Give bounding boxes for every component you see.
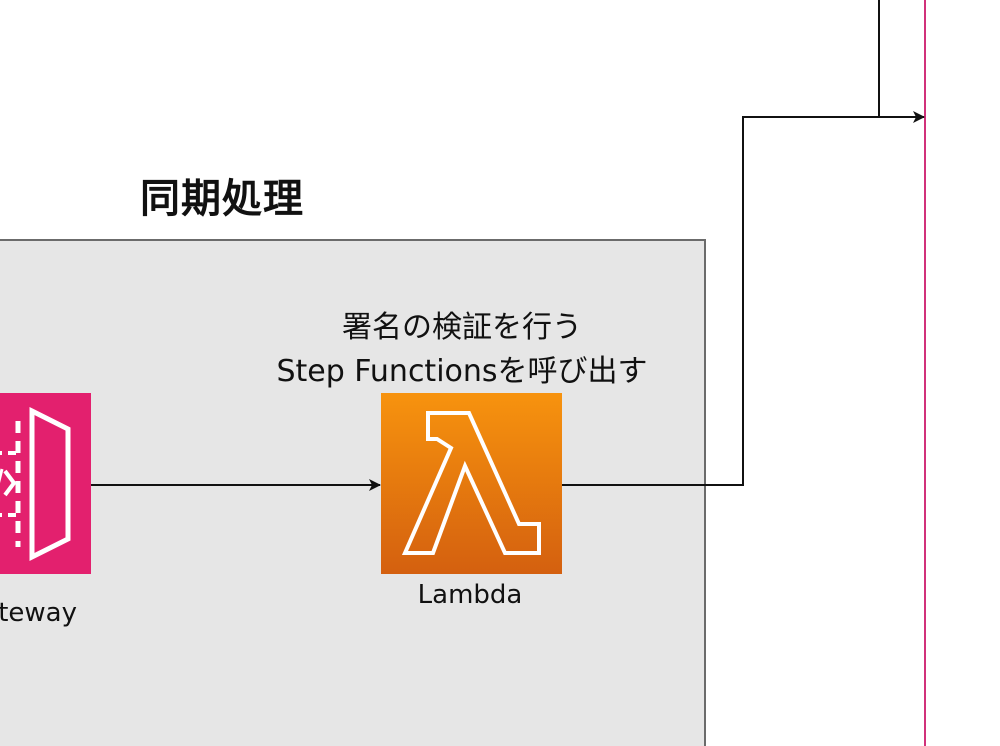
group-title: 同期処理 [140, 176, 304, 222]
aws-lambda-icon[interactable] [381, 393, 562, 574]
arrow-lambda-to-stepfunctions[interactable] [562, 111, 925, 486]
sync-processing-group[interactable] [0, 239, 706, 746]
lambda-label: Lambda [417, 580, 523, 610]
aws-api-gateway-icon[interactable] [0, 393, 91, 574]
lambda-description-line2: Step Functionsを呼び出す [276, 354, 648, 389]
lambda-description: 署名の検証を行う Step Functionsを呼び出す [232, 306, 692, 394]
api-gateway-label: teway [0, 598, 77, 628]
lambda-description-line1: 署名の検証を行う [342, 310, 582, 345]
